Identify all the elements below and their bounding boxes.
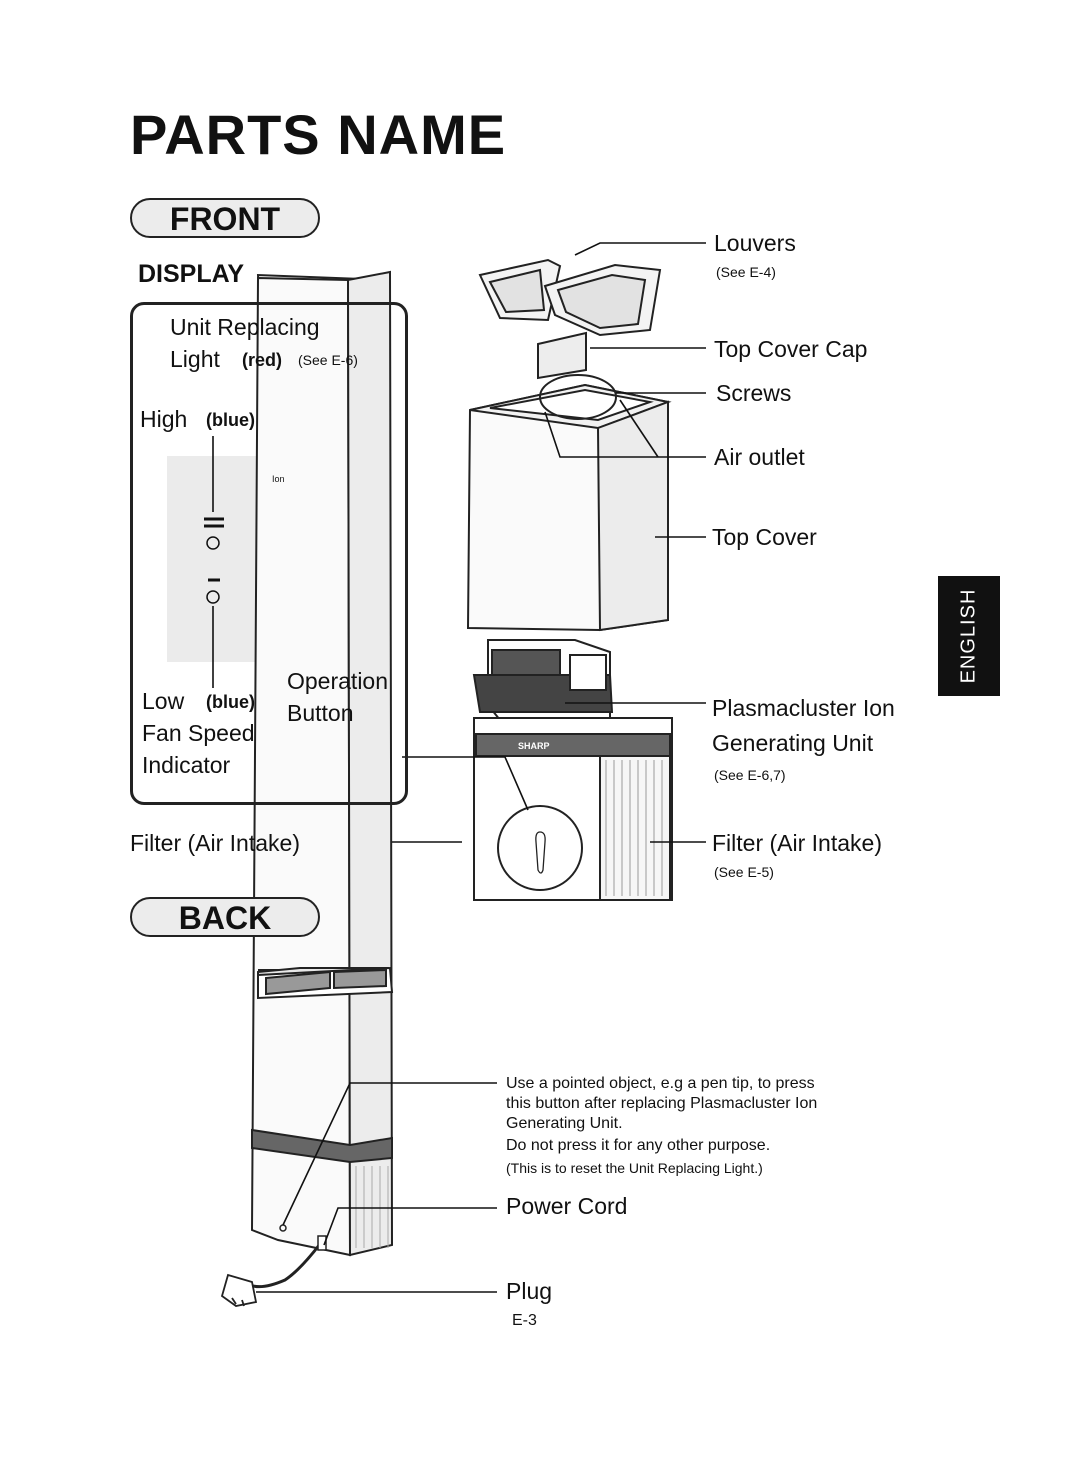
display-heading: DISPLAY (138, 260, 245, 288)
ion-mark: Ion (272, 474, 285, 484)
note-line: Do not press it for any other purpose. (506, 1137, 771, 1154)
high-color-label: (blue) (206, 410, 255, 430)
high-speed-symbol (204, 517, 224, 528)
air-outlet-label: Air outlet (714, 444, 805, 470)
note-line: (This is to reset the Unit Replacing Lig… (506, 1160, 763, 1176)
louvers-label: Louvers (714, 230, 796, 256)
fan-speed-label: Fan Speed (142, 720, 255, 746)
page-title: PARTS NAME (130, 103, 507, 166)
front-unit-drawing (466, 258, 673, 901)
top-cover-label: Top Cover (712, 524, 817, 550)
display-panel (130, 302, 408, 805)
plasmacluster-label-line1: Plasmacluster Ion (712, 695, 895, 721)
top-cover-cap-label: Top Cover Cap (714, 336, 868, 362)
light-label: Light (170, 346, 220, 372)
low-color-label: (blue) (206, 692, 255, 712)
light-reference: (See E-6) (298, 352, 358, 368)
screws-label: Screws (716, 380, 792, 406)
power-cord-label: Power Cord (506, 1193, 628, 1219)
back-unit-top (257, 966, 394, 1000)
section-front-badge: FRONT (130, 198, 320, 238)
power-cord (249, 1243, 322, 1289)
high-indicator-lamp (206, 536, 220, 550)
reset-instructions: Use a pointed object, e.g a pen tip, to … (506, 1074, 817, 1178)
operation-label: Operation (287, 668, 389, 694)
section-back-badge: BACK (130, 897, 320, 937)
back-unit-drawing (250, 270, 394, 1257)
front-grille (605, 760, 663, 896)
plug-label: Plug (506, 1278, 553, 1304)
brand-logo: SHARP (518, 741, 550, 751)
filter-reference: (See E-5) (714, 864, 774, 880)
louvers-reference: (See E-4) (716, 264, 776, 280)
low-indicator-lamp (206, 590, 220, 604)
indicator-label: Indicator (142, 752, 231, 778)
language-tab-label: ENGLISH (957, 588, 980, 684)
high-label: High (140, 406, 188, 432)
note-line: this button after replacing Plasmacluste… (506, 1095, 818, 1112)
low-label: Low (142, 688, 185, 714)
note-line: Use a pointed object, e.g a pen tip, to … (506, 1075, 815, 1092)
filter-intake-left-label: Filter (Air Intake) (130, 830, 300, 856)
note-line: Generating Unit. (506, 1115, 623, 1132)
plasmacluster-label-line2: Generating Unit (712, 730, 874, 756)
back-grille (355, 1166, 389, 1248)
light-color-label: (red) (242, 350, 282, 370)
language-tab: ENGLISH (938, 576, 1000, 696)
button-label: Button (287, 700, 354, 726)
filter-intake-right-label: Filter (Air Intake) (712, 830, 882, 856)
page-number: E-3 (512, 1312, 537, 1329)
plasmacluster-reference: (See E-6,7) (714, 767, 786, 783)
plug-drawing (220, 1273, 258, 1307)
unit-replacing-label: Unit Replacing (170, 314, 320, 340)
